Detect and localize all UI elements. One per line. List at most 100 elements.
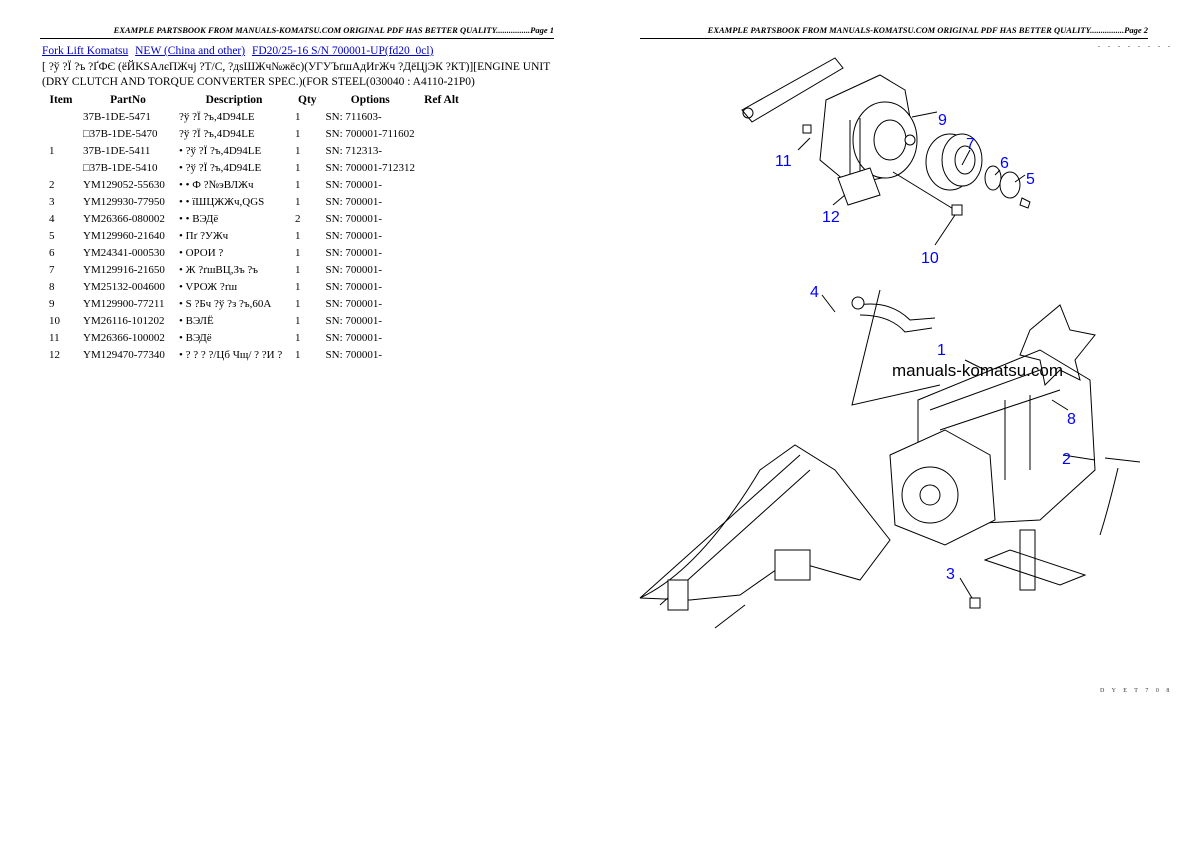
cell-item: 11 <box>49 331 60 344</box>
cell-qty: 2 <box>295 212 301 225</box>
frame-plate <box>667 579 689 611</box>
callout-3: 3 <box>946 566 955 583</box>
cell-desc: • ?ў ?Ї ?ъ,4D94LE <box>179 161 262 174</box>
bolt-part <box>1019 197 1031 209</box>
cell-options: SN: 700001- <box>325 212 383 225</box>
cell-part: YM26366-080002 <box>83 212 165 225</box>
cell-item: 1 <box>49 144 55 157</box>
spacer-part <box>837 167 881 206</box>
cell-desc: • S ?Бч ?ў ?з ?ъ,60A <box>179 297 272 310</box>
cell-part: YM129960-21640 <box>83 229 165 242</box>
pipe-part <box>857 303 936 333</box>
callout-2: 2 <box>1062 451 1071 468</box>
cell-options: SN: 711603- <box>325 110 382 123</box>
table-row: 4 YM26366-080002 • • ВЭДё 2 SN: 700001- <box>42 210 465 227</box>
cell-item: 2 <box>49 178 55 191</box>
long-bolt <box>892 171 956 211</box>
callout-8: 8 <box>1067 411 1076 428</box>
cell-item: 9 <box>49 297 55 310</box>
cell-item: 3 <box>49 195 55 208</box>
cell-options: SN: 700001- <box>325 348 383 361</box>
cell-desc: • Пґ ?УЖч <box>179 229 229 242</box>
cell-desc: ?ў ?Ї ?ъ,4D94LE <box>179 127 255 140</box>
frame-mount <box>774 549 811 581</box>
cell-options: SN: 712313- <box>325 144 383 157</box>
callout-5: 5 <box>1026 171 1035 188</box>
column-header: Item <box>49 93 73 106</box>
cell-options: SN: 700001-711602 <box>325 127 415 140</box>
cell-part: 37B-1DE-5471 <box>83 110 151 123</box>
reference-lines <box>851 289 941 406</box>
breadcrumb: Fork Lift Komatsu NEW (China and other) … <box>42 44 552 59</box>
cell-qty: 1 <box>295 178 301 191</box>
cell-qty: 1 <box>295 246 301 259</box>
cell-options: SN: 700001- <box>325 280 383 293</box>
bolt-head <box>951 204 963 216</box>
nut-part <box>802 124 812 134</box>
cell-item: 6 <box>49 246 55 259</box>
cell-item: 12 <box>49 348 60 361</box>
cell-item: 4 <box>49 212 55 225</box>
callout-9: 9 <box>938 112 947 129</box>
hose-part <box>1099 457 1141 536</box>
cell-options: SN: 700001- <box>325 263 383 276</box>
cell-qty: 1 <box>295 229 301 242</box>
page-2-header: EXAMPLE PARTSBOOK FROM MANUALS-KOMATSU.C… <box>640 25 1148 39</box>
column-header: Description <box>205 93 263 106</box>
cell-desc: • ВЭДё <box>179 331 212 344</box>
cell-desc: • • Ф ?№эВЛЖч <box>179 178 254 191</box>
cell-options: SN: 700001- <box>325 178 383 191</box>
cell-options: SN: 700001- <box>325 297 383 310</box>
cell-item: 8 <box>49 280 55 293</box>
cell-part: YM129900-77211 <box>83 297 165 310</box>
top-dots: . . . . . . . . <box>1098 40 1173 49</box>
cell-part: □37B-1DE-5470 <box>83 127 158 140</box>
washer-part <box>999 171 1021 199</box>
engine-mount-bracket <box>983 529 1087 591</box>
callout-10: 10 <box>921 250 939 267</box>
cell-qty: 1 <box>295 127 301 140</box>
cell-qty: 1 <box>295 110 301 123</box>
pulley <box>925 133 983 191</box>
column-header: PartNo <box>110 93 146 106</box>
pipe-fitting <box>851 296 865 310</box>
leader-line <box>714 604 746 629</box>
cell-part: YM25132-004600 <box>83 280 165 293</box>
callout-4: 4 <box>810 284 819 301</box>
table-row: □37B-1DE-5470 ?ў ?Ї ?ъ,4D94LE 1 SN: 700001-… <box>42 125 465 142</box>
breadcrumb-link-region[interactable]: NEW (China and other) <box>135 45 246 57</box>
callout-12: 12 <box>822 209 840 226</box>
cell-qty: 1 <box>295 280 301 293</box>
footer-code: D Y E T 7 0 8 <box>1100 688 1173 694</box>
cell-item <box>42 108 80 125</box>
cell-item: 10 <box>49 314 60 327</box>
cell-qty: 1 <box>295 161 301 174</box>
cell-desc: • • їШЦЖЖч,QGS <box>179 195 265 208</box>
cell-part: 37B-1DE-5411 <box>83 144 151 157</box>
callout-11: 11 <box>775 153 792 170</box>
watermark: manuals-komatsu.com <box>892 361 1063 380</box>
cell-options: SN: 700001- <box>325 246 383 259</box>
cell-item: 7 <box>49 263 55 276</box>
cell-desc: • • ВЭДё <box>179 212 219 225</box>
cell-options: SN: 700001- <box>325 229 383 242</box>
cell-part: YM129470-77340 <box>83 348 165 361</box>
cell-qty: 1 <box>295 314 301 327</box>
cell-item <box>42 159 80 176</box>
parts-diagram: 9 7 11 6 5 12 10 4 1 manuals-komatsu.com… <box>639 57 1141 629</box>
callout-1: 1 <box>937 342 946 359</box>
breadcrumb-link-model[interactable]: FD20/25-16 S/N 700001-UP(fd20_0cl) <box>251 45 434 57</box>
breadcrumb-link-fork-lift[interactable]: Fork Lift Komatsu <box>42 45 129 57</box>
parts-list-page: Fork Lift Komatsu NEW (China and other) … <box>42 44 552 363</box>
